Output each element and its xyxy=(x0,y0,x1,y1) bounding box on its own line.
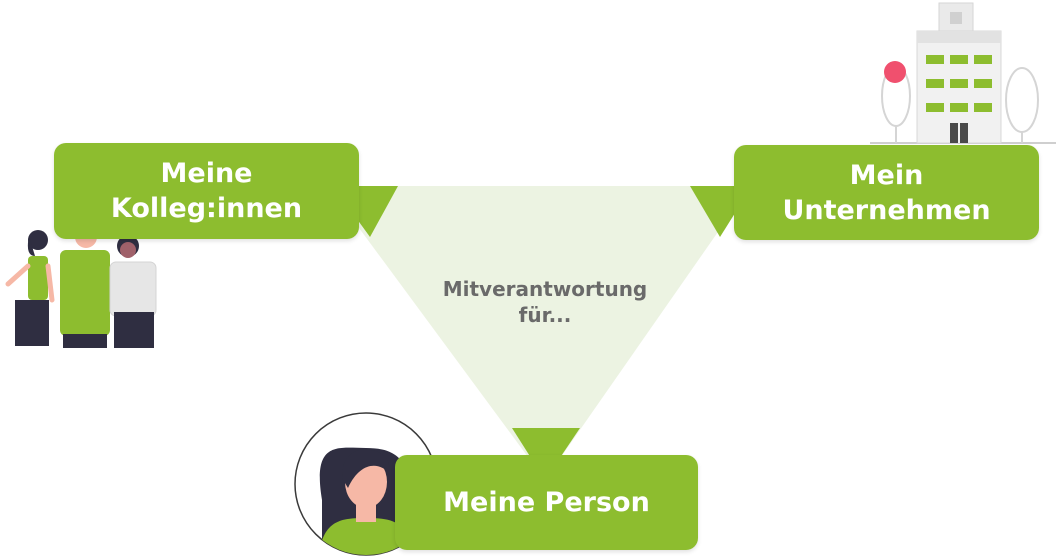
main-triangle xyxy=(328,186,750,480)
company-label-line1: Mein xyxy=(849,159,924,191)
people-group-icon xyxy=(5,222,157,348)
company-box: Mein Unternehmen xyxy=(734,145,1039,240)
center-caption: Mitverantwortung für... xyxy=(420,276,670,328)
center-caption-line2: für... xyxy=(518,303,572,327)
person-label: Meine Person xyxy=(443,487,650,518)
company-label-line2: Unternehmen xyxy=(782,194,991,226)
colleagues-box: Meine Kolleg:innen xyxy=(54,143,359,239)
office-building-icon xyxy=(870,2,1056,144)
colleagues-label-line2: Kolleg:innen xyxy=(110,193,303,224)
center-caption-line1: Mitverantwortung xyxy=(442,277,648,301)
colleagues-label-line1: Meine xyxy=(160,158,253,189)
person-box: Meine Person xyxy=(395,455,698,550)
arrow-bottom xyxy=(512,428,580,480)
